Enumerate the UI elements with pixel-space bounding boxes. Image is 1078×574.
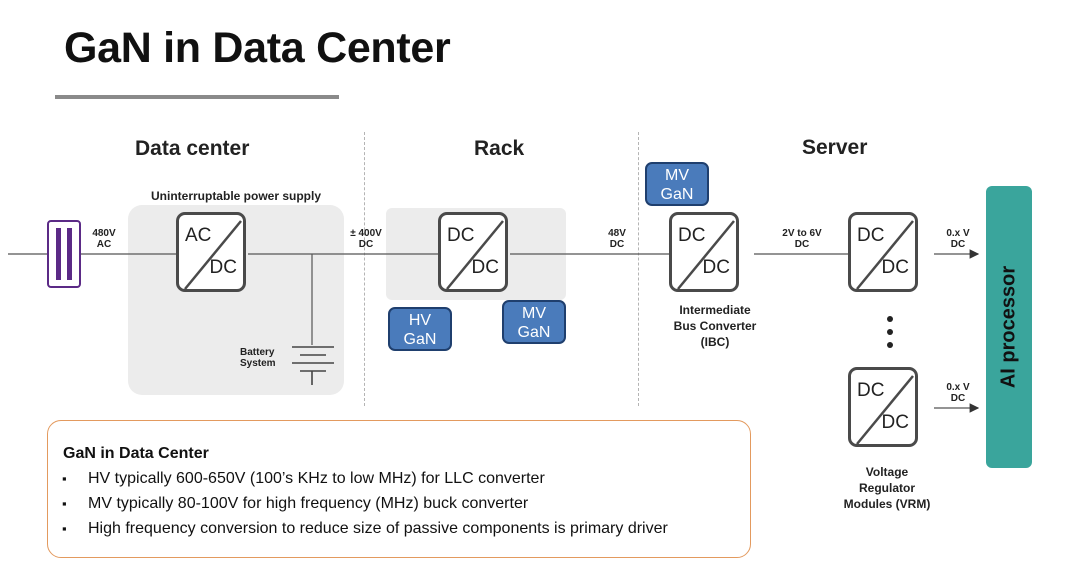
tag-hv-gan-rack-line1: HV — [408, 312, 432, 329]
page-title: GaN in Data Center — [64, 24, 451, 72]
separator-rack-server — [638, 132, 639, 406]
label-400v-dc-text: DC — [358, 239, 374, 250]
tag-mv-gan-server: MV GaN — [645, 162, 709, 206]
grid-source-icon — [47, 220, 81, 288]
label-480v: 480V — [92, 228, 116, 239]
label-400v: ± 400V — [350, 228, 382, 239]
battery-label-line2: System — [240, 358, 276, 369]
label-400v-dc: ± 400V DC — [344, 228, 388, 250]
ibc-label-line1: Intermediate — [679, 303, 751, 317]
ibc-label-line2: Bus Converter — [673, 319, 757, 333]
label-oxv-2-dc-text: DC — [950, 393, 966, 404]
label-480v-ac: 480V AC — [86, 228, 122, 250]
tag-hv-gan-rack-line2: GaN — [403, 331, 437, 348]
label-2to6v-dc: 2V to 6V DC — [776, 228, 828, 250]
converter-vrm-1-top: DC — [857, 225, 885, 246]
tag-mv-gan-rack: MV GaN — [502, 300, 566, 344]
converter-vrm-2-top: DC — [857, 380, 885, 401]
vrm-label-line2: Regulator — [858, 481, 915, 495]
converter-vrm-2: DC DC — [848, 367, 918, 447]
ibc-label-line3: (IBC) — [700, 335, 730, 349]
ellipsis-dot-3 — [887, 342, 893, 348]
converter-ups: AC DC — [176, 212, 246, 292]
separator-datacenter-rack — [364, 132, 365, 406]
section-data-center: Data center — [135, 137, 250, 160]
info-box-title: GaN in Data Center — [63, 445, 209, 462]
tag-hv-gan-rack: HV GaN — [388, 307, 452, 351]
battery-label-line1: Battery — [240, 347, 275, 358]
converter-ups-top: AC — [185, 225, 212, 246]
vrm-label: Voltage Regulator Modules (VRM) — [820, 464, 954, 512]
ai-processor-label: AI processor — [997, 265, 1020, 389]
ups-label: Uninterruptable power supply — [150, 189, 321, 203]
converter-rack-top: DC — [447, 225, 475, 246]
tag-mv-gan-rack-line2: GaN — [517, 324, 551, 341]
info-bullet-2: MV typically 80-100V for high frequency … — [62, 495, 528, 513]
converter-vrm-1: DC DC — [848, 212, 918, 292]
converter-rack: DC DC — [438, 212, 508, 292]
tag-mv-gan-server-line1: MV — [665, 167, 689, 184]
tag-mv-gan-rack-line1: MV — [522, 305, 546, 322]
converter-rack-bottom: DC — [471, 257, 499, 278]
battery-icon — [292, 346, 334, 385]
info-box: GaN in Data Center HV typically 600-650V… — [47, 420, 751, 558]
section-rack: Rack — [474, 137, 525, 160]
title-underline — [55, 95, 339, 99]
converter-ibc-top: DC — [678, 225, 706, 246]
converter-ups-bottom: DC — [209, 257, 237, 278]
label-oxv-dc-1: 0.x V DC — [940, 228, 976, 250]
vrm-label-line1: Voltage — [865, 465, 909, 479]
converter-vrm-1-bottom: DC — [881, 257, 909, 278]
label-oxv-2: 0.x V — [946, 382, 970, 393]
ellipsis-dot-2 — [887, 329, 893, 335]
label-480v-ac-text: AC — [96, 239, 112, 250]
vrm-label-line3: Modules (VRM) — [843, 497, 931, 511]
label-48v-dc-text: DC — [609, 239, 625, 250]
label-oxv-1: 0.x V — [946, 228, 970, 239]
converter-ibc-bottom: DC — [702, 257, 730, 278]
ibc-label: Intermediate Bus Converter (IBC) — [650, 302, 780, 350]
section-server: Server — [802, 136, 868, 159]
info-bullet-3: High frequency conversion to reduce size… — [62, 520, 668, 538]
tag-mv-gan-server-line2: GaN — [660, 186, 694, 203]
label-48v-dc: 48V DC — [599, 228, 635, 250]
label-2to6v-dc-text: DC — [794, 239, 810, 250]
converter-ibc: DC DC — [669, 212, 739, 292]
converter-vrm-2-bottom: DC — [881, 412, 909, 433]
info-bullet-1: HV typically 600-650V (100’s KHz to low … — [62, 470, 545, 488]
battery-label: Battery System — [240, 347, 280, 369]
label-2to6v: 2V to 6V — [782, 228, 822, 239]
ai-processor-block: AI processor — [986, 186, 1032, 468]
label-oxv-dc-2: 0.x V DC — [940, 382, 976, 404]
label-oxv-1-dc-text: DC — [950, 239, 966, 250]
label-48v: 48V — [608, 228, 626, 239]
ellipsis-dot-1 — [887, 316, 893, 322]
